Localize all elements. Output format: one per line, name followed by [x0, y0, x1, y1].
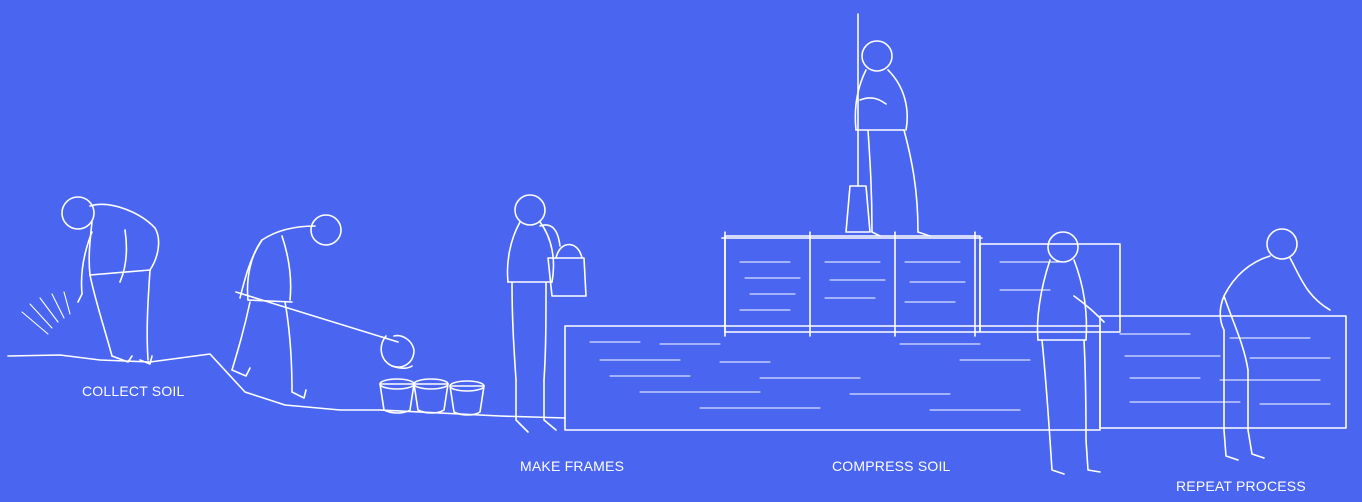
buckets: [380, 379, 484, 415]
earth-wall-base: [565, 326, 1100, 430]
figure-lift-frame: [1038, 232, 1105, 474]
figure-shovel: [232, 215, 341, 398]
step-label-repeat-process: REPEAT PROCESS: [1176, 478, 1306, 494]
step-label-make-frames: MAKE FRAMES: [520, 458, 624, 474]
figure-collect-soil: [62, 197, 159, 364]
figure-compress: [846, 14, 930, 236]
soil-dust-lines: [22, 292, 70, 334]
wooden-frames: [722, 232, 1120, 336]
shovel: [236, 292, 414, 368]
figure-repeat: [1220, 229, 1330, 460]
step-label-compress-soil: COMPRESS SOIL: [832, 458, 951, 474]
step-label-collect-soil: COLLECT SOIL: [82, 383, 185, 399]
lifted-frame-block: [1100, 316, 1346, 428]
figure-carry-bucket: [508, 195, 587, 432]
